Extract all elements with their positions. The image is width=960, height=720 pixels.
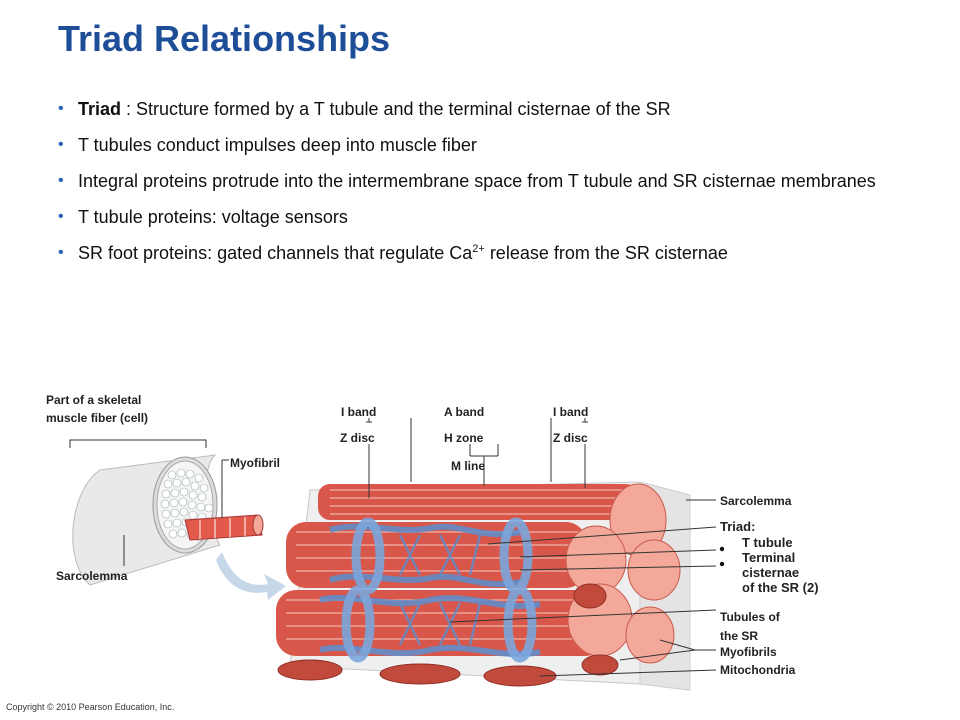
- label-tubules-line2: the SR: [720, 629, 759, 643]
- label-i-band-right: I band: [553, 405, 589, 419]
- label-sarcolemma-left: Sarcolemma: [56, 569, 128, 583]
- label-terminal-line2: cisternae: [742, 565, 800, 580]
- muscle-fiber-figure: [69, 418, 725, 691]
- mitochondria-group: [277, 583, 619, 687]
- label-m-line: M line: [451, 459, 486, 473]
- bullet-superscript: 2+: [472, 243, 485, 255]
- slide-title: Triad Relationships: [58, 18, 391, 59]
- label-terminal-line1: Terminal: [742, 550, 796, 565]
- bullet-triad: • Triad : Structure formed by a T tubule …: [58, 98, 918, 120]
- bullet-dot: •: [58, 100, 64, 117]
- bullet-sr-foot-proteins: • SR foot proteins: gated channels that r…: [58, 242, 918, 264]
- label-tubules-line1: Tubules of: [720, 610, 780, 624]
- bullet-text-after: release from the SR cisternae: [484, 243, 728, 263]
- label-myofibril: Myofibril: [230, 456, 280, 470]
- bullet-dot: •: [58, 136, 64, 153]
- label-z-disc-left: Z disc: [340, 431, 375, 445]
- bullet-text: T tubules conduct impulses deep into mus…: [78, 135, 477, 155]
- sr-mesh: [398, 534, 482, 646]
- label-t-tubule: T tubule: [742, 535, 793, 550]
- bullet-t-tubules: • T tubules conduct impulses deep into mu…: [58, 134, 918, 156]
- label-sarcolemma-right: Sarcolemma: [720, 494, 792, 508]
- label-mitochondria: Mitochondria: [720, 663, 796, 677]
- label-fiber-line1: Part of a skeletal: [46, 393, 142, 407]
- bullet-text: : Structure formed by a T tubule and the…: [121, 99, 671, 119]
- bullet-text: Integral proteins protrude into the inte…: [78, 171, 876, 191]
- bullet-dot: •: [58, 172, 64, 189]
- copyright-footer: Copyright © 2010 Pearson Education, Inc.: [6, 702, 175, 712]
- myofibril-protrusion: [184, 514, 264, 541]
- t-tubule-rings: [341, 517, 537, 663]
- bullet-text: SR foot proteins: gated channels that re…: [78, 243, 473, 263]
- bullet-voltage-sensors: • T tubule proteins: voltage sensors: [58, 206, 918, 228]
- bullet-text: T tubule proteins: voltage sensors: [78, 207, 348, 227]
- bullet-dot: •: [58, 208, 64, 225]
- bullet-dot: •: [58, 244, 64, 261]
- fiber-bracket: [69, 439, 207, 448]
- bullet-list: • Triad : Structure formed by a T tubule …: [58, 98, 918, 278]
- label-myofibrils: Myofibrils: [720, 645, 777, 659]
- myofibril-back: [318, 483, 667, 557]
- bullet-integral-proteins: • Integral proteins protrude into the int…: [58, 170, 918, 192]
- label-i-band-left: I band: [341, 405, 377, 419]
- label-a-band: A band: [444, 405, 485, 419]
- myofibril-lower: [276, 583, 675, 664]
- label-z-disc-right: Z disc: [553, 431, 588, 445]
- label-fiber-line2: muscle fiber (cell): [46, 411, 149, 425]
- label-terminal-line3: of the SR (2): [742, 580, 819, 595]
- zoom-arrow-icon: [216, 552, 286, 600]
- bullet-bold: Triad: [78, 99, 122, 119]
- label-h-zone: H zone: [444, 431, 484, 445]
- label-triad: Triad:: [720, 519, 756, 534]
